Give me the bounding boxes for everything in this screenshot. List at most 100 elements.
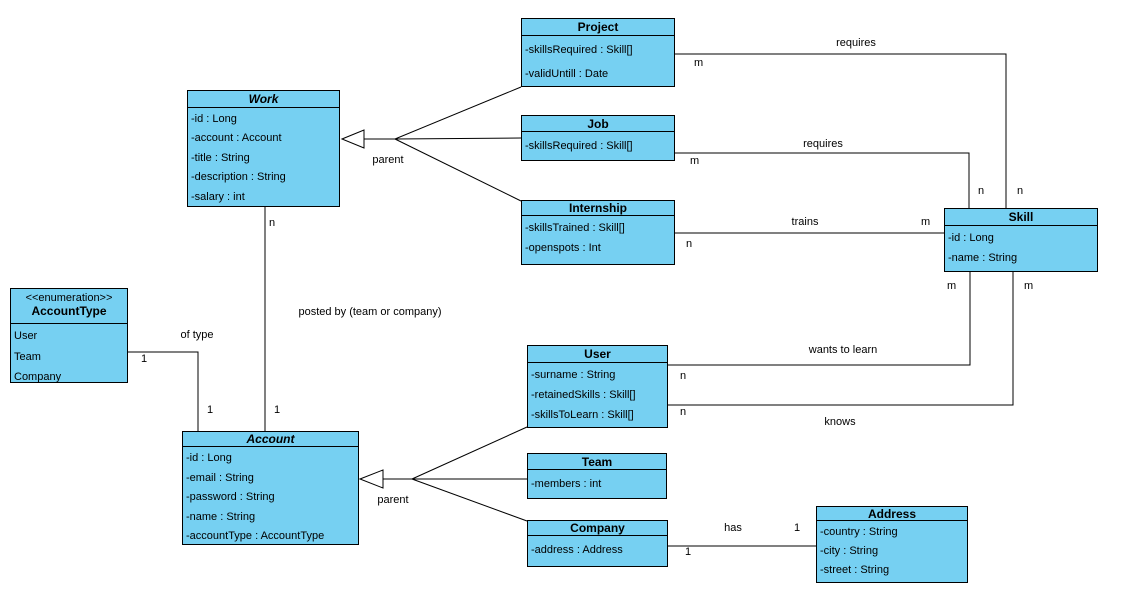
mult-account-postedby-1: 1	[274, 404, 281, 416]
class-project[interactable]: Project -skillsRequired : Skill[] -valid…	[521, 18, 675, 87]
mult-account-oftype-1: 1	[207, 404, 214, 416]
mult-skill-requires-project-n: n	[1017, 185, 1024, 197]
attribute: -name : String	[948, 252, 1018, 264]
class-account-attributes: -id : Long -email : String -password : S…	[183, 447, 358, 549]
generalization-arrowhead-work	[340, 129, 365, 149]
attribute: -skillsRequired : Skill[]	[525, 140, 633, 152]
class-work[interactable]: Work -id : Long -account : Account -titl…	[187, 90, 340, 207]
label-of-type: of type	[180, 329, 214, 341]
attribute: -id : Long	[186, 452, 232, 464]
class-internship-attributes: -skillsTrained : Skill[] -openspots : In…	[522, 216, 674, 260]
class-team[interactable]: Team -members : int	[527, 453, 667, 499]
attribute: -description : String	[191, 171, 286, 184]
label-parent-work: parent	[372, 154, 404, 166]
class-company-title: Company	[528, 521, 667, 536]
attribute: -street : String	[820, 564, 890, 576]
class-address-attributes: -country : String -city : String -street…	[817, 521, 967, 582]
attribute: -title : String	[191, 151, 250, 164]
attribute: -id : Long	[191, 113, 237, 125]
attribute: -openspots : Int	[525, 242, 601, 254]
generalization-arrowhead-account	[358, 469, 384, 489]
attribute: -salary : int	[191, 190, 245, 203]
enum-accounttype-header: <<enumeration>> AccountType	[11, 289, 127, 324]
mult-address-1: 1	[794, 522, 801, 534]
class-internship[interactable]: Internship -skillsTrained : Skill[] -ope…	[521, 200, 675, 265]
attribute: -email : String	[186, 471, 254, 484]
edge-accounttype-account-of-type	[128, 351, 199, 431]
enum-accounttype[interactable]: <<enumeration>> AccountType User Team Co…	[10, 288, 128, 383]
mult-skill-trains-m: m	[921, 216, 931, 228]
attribute: -surname : String	[531, 369, 616, 381]
edge-project-work-parent	[394, 86, 522, 140]
edge-job-work-parent	[394, 137, 522, 140]
mult-user-wants-n: n	[680, 370, 687, 382]
class-skill-title: Skill	[945, 209, 1097, 226]
attribute: -validUntill : Date	[525, 68, 609, 80]
attribute: -retainedSkills : Skill[]	[531, 389, 636, 401]
class-project-attributes: -skillsRequired : Skill[] -validUntill :…	[522, 36, 674, 88]
enum-value: User	[14, 330, 38, 342]
attribute: -city : String	[820, 545, 879, 557]
class-account[interactable]: Account -id : Long -email : String -pass…	[182, 431, 359, 545]
enum-accounttype-values: User Team Company	[11, 324, 127, 390]
class-internship-title: Internship	[522, 201, 674, 216]
mult-work-n: n	[269, 217, 276, 229]
label-parent-account: parent	[377, 494, 409, 506]
mult-skill-requires-job-n: n	[978, 185, 985, 197]
enum-value: Company	[14, 371, 62, 383]
class-skill[interactable]: Skill -id : Long -name : String	[944, 208, 1098, 272]
attribute: -address : Address	[531, 544, 623, 556]
mult-user-knows-n: n	[680, 406, 687, 418]
attribute: -members : int	[531, 478, 602, 490]
label-requires-job: requires	[803, 138, 843, 150]
class-user-title: User	[528, 346, 667, 363]
attribute: -skillsRequired : Skill[]	[525, 44, 633, 56]
mult-accounttype-1: 1	[141, 353, 148, 365]
attribute: -account : Account	[191, 132, 282, 145]
enum-value: Team	[14, 350, 41, 363]
attribute: -password : String	[186, 491, 275, 504]
enum-stereotype: <<enumeration>>	[25, 292, 113, 304]
label-knows: knows	[824, 416, 856, 428]
class-skill-attributes: -id : Long -name : String	[945, 226, 1097, 270]
class-user-attributes: -surname : String -retainedSkills : Skil…	[528, 363, 667, 427]
attribute: -country : String	[820, 526, 898, 538]
edge-job-skill-requires	[675, 152, 970, 208]
class-team-attributes: -members : int	[528, 470, 666, 498]
class-user[interactable]: User -surname : String -retainedSkills :…	[527, 345, 668, 428]
attribute: -name : String	[186, 510, 256, 523]
label-wants-to-learn: wants to learn	[808, 344, 878, 356]
mult-skill-knows-m: m	[1024, 280, 1034, 292]
attribute: -skillsTrained : Skill[]	[525, 222, 625, 234]
class-account-title: Account	[183, 432, 358, 447]
class-work-attributes: -id : Long -account : Account -title : S…	[188, 108, 339, 209]
class-company-attributes: -address : Address	[528, 536, 667, 564]
class-company[interactable]: Company -address : Address	[527, 520, 668, 567]
mult-job-m: m	[690, 155, 700, 167]
class-job-attributes: -skillsRequired : Skill[]	[522, 132, 674, 160]
class-address[interactable]: Address -country : String -city : String…	[816, 506, 968, 583]
class-project-title: Project	[522, 19, 674, 36]
attribute: -accountType : AccountType	[186, 530, 325, 543]
class-job-title: Job	[522, 116, 674, 132]
edge-project-skill-requires	[675, 53, 1007, 208]
class-job[interactable]: Job -skillsRequired : Skill[]	[521, 115, 675, 161]
class-work-title: Work	[188, 91, 339, 108]
edge-user-account-parent	[411, 426, 528, 480]
label-posted-by: posted by (team or company)	[298, 306, 442, 318]
edge-user-skill-knows	[668, 272, 1014, 406]
attribute: -id : Long	[948, 232, 994, 244]
label-has: has	[724, 522, 742, 534]
edge-company-account-parent	[411, 478, 528, 522]
mult-project-m: m	[694, 57, 704, 69]
label-requires-project: requires	[836, 37, 876, 49]
edge-internship-work-parent	[394, 138, 522, 202]
mult-skill-wants-m: m	[947, 280, 957, 292]
class-team-title: Team	[528, 454, 666, 470]
label-trains: trains	[791, 216, 819, 228]
attribute: -skillsToLearn : Skill[]	[531, 409, 634, 421]
class-address-title: Address	[817, 507, 967, 521]
edge-user-skill-wants-to-learn	[668, 272, 971, 366]
